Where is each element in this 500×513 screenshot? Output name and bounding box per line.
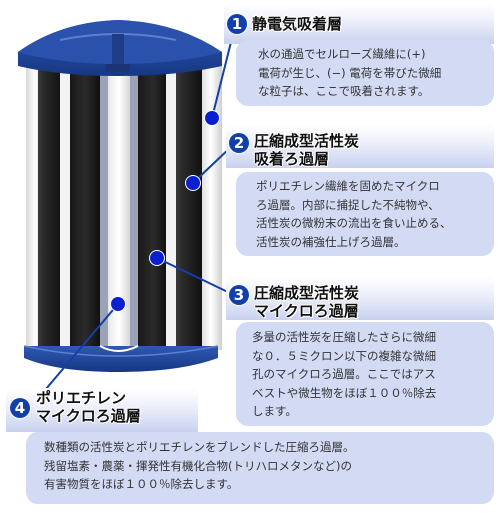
layer-2-header bbox=[226, 124, 494, 168]
layer-4-marker bbox=[111, 297, 125, 311]
layer-3-panel bbox=[236, 322, 494, 426]
layer-4-description: 数種類の活性炭とポリエチレンをブレンドした圧縮ろ過層。 残留塩素・農薬・揮発性有… bbox=[44, 440, 355, 491]
layer-4-number: 4 bbox=[10, 398, 30, 418]
layer-1-title: 静電気吸着層 bbox=[252, 15, 343, 33]
layer-3-number: 3 bbox=[229, 285, 249, 305]
layer-3-marker bbox=[150, 251, 164, 265]
bottom-cap bbox=[23, 345, 219, 372]
layer-1-panel bbox=[236, 40, 494, 106]
layer-1-number: 1 bbox=[227, 14, 247, 34]
top-cap bbox=[18, 20, 222, 76]
layer-1-description: 水の通過でセルローズ繊維に(+) 電荷が生じ、(−) 電荷を帯びた微細 な粒子は… bbox=[258, 47, 442, 98]
layer-2-marker bbox=[186, 176, 200, 190]
layer-4-title: ポリエチレン マイクロろ過層 bbox=[36, 389, 141, 425]
layer-4-panel bbox=[26, 432, 494, 504]
layer-2-number: 2 bbox=[229, 133, 249, 153]
layer-2-title: 圧縮成型活性炭 吸着ろ過層 bbox=[254, 132, 360, 168]
layer-2-panel bbox=[236, 172, 494, 256]
layer-3-title: 圧縮成型活性炭 マイクロろ過層 bbox=[254, 284, 360, 320]
layer-2-description: ポリエチレン繊維を固めたマイクロ ろ過層。内部に捕捉した不純物や、 活性炭の微粉… bbox=[256, 179, 452, 249]
leader-lines bbox=[39, 29, 235, 397]
layer-1-marker bbox=[205, 111, 219, 125]
layer-3-description: 多量の活性炭を圧縮したさらに微細 な０．５ミクロン以下の複雑な微細 孔のマイクロ… bbox=[252, 330, 437, 418]
layer-3-header bbox=[226, 276, 494, 320]
layer-1-header bbox=[224, 4, 494, 44]
cartridge-body bbox=[26, 60, 222, 350]
layer-4-header bbox=[6, 388, 198, 432]
